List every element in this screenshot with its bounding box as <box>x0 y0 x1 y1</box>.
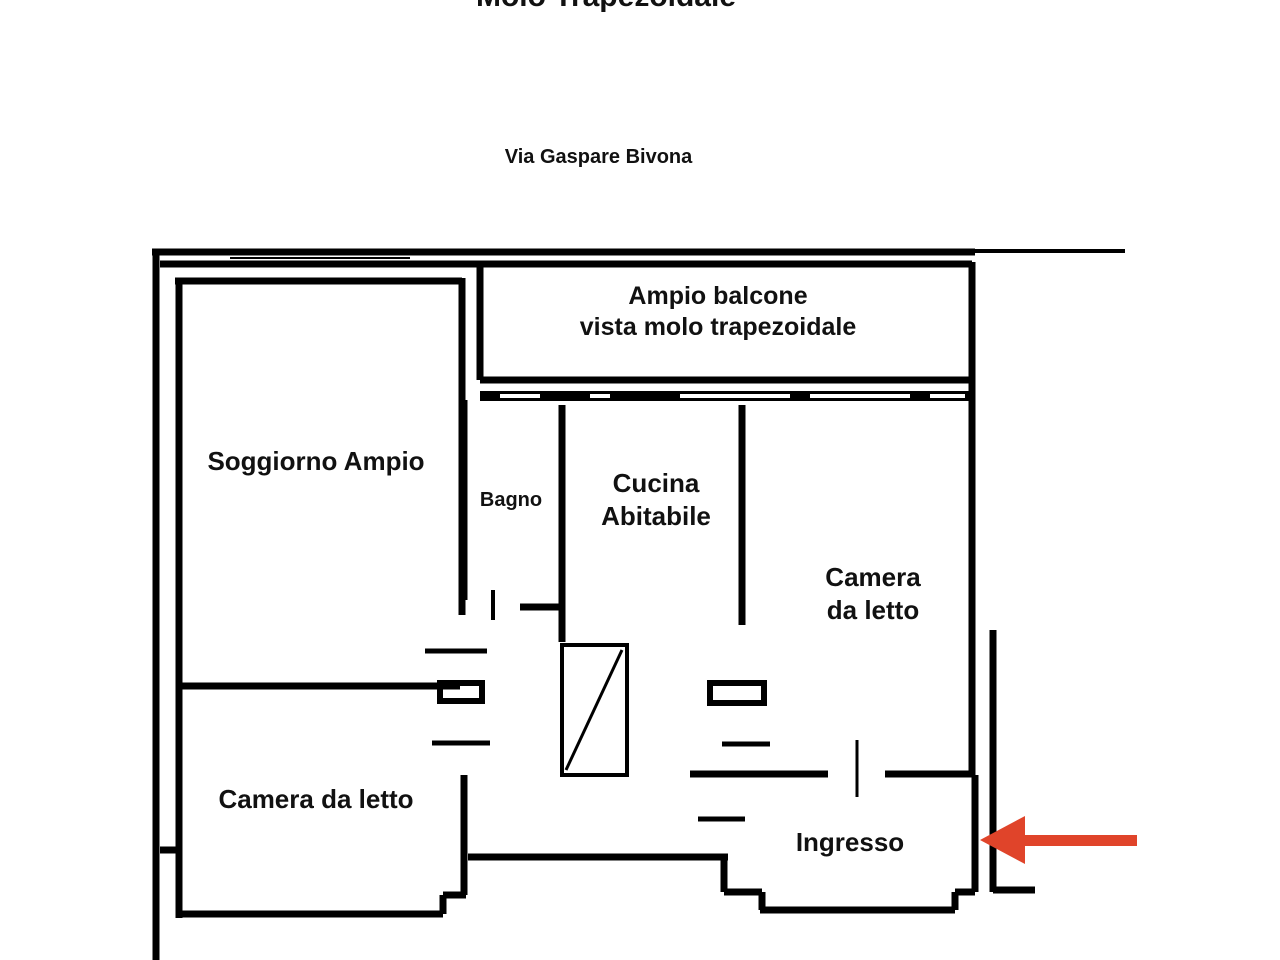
balcony-label-2: vista molo trapezoidale <box>579 313 857 342</box>
kitchen-label-2: Abitabile <box>601 500 711 531</box>
room-bathroom: Bagno <box>479 489 543 511</box>
room-bedroom-1: Camera da letto <box>780 561 966 626</box>
walls <box>152 248 1125 960</box>
room-kitchen: Cucina Abitabile <box>566 467 746 532</box>
street-label: Via Gaspare Bivona <box>504 146 693 168</box>
bedroom1-label-2: da letto <box>826 594 920 625</box>
room-balcony: Ampio balcone vista molo trapezoidale <box>478 281 958 344</box>
bedroom1-label-1: Camera <box>825 562 921 592</box>
room-entrance: Ingresso <box>795 827 905 857</box>
page-title: Molo Trapezoidale <box>0 0 1212 16</box>
balcony-label-1: Ampio balcone <box>628 282 808 310</box>
arrow-left-icon <box>980 816 1137 864</box>
kitchen-label-1: Cucina <box>612 468 700 498</box>
room-bedroom-2: Camera da letto <box>218 784 414 814</box>
room-living: Soggiorno Ampio <box>207 446 425 476</box>
